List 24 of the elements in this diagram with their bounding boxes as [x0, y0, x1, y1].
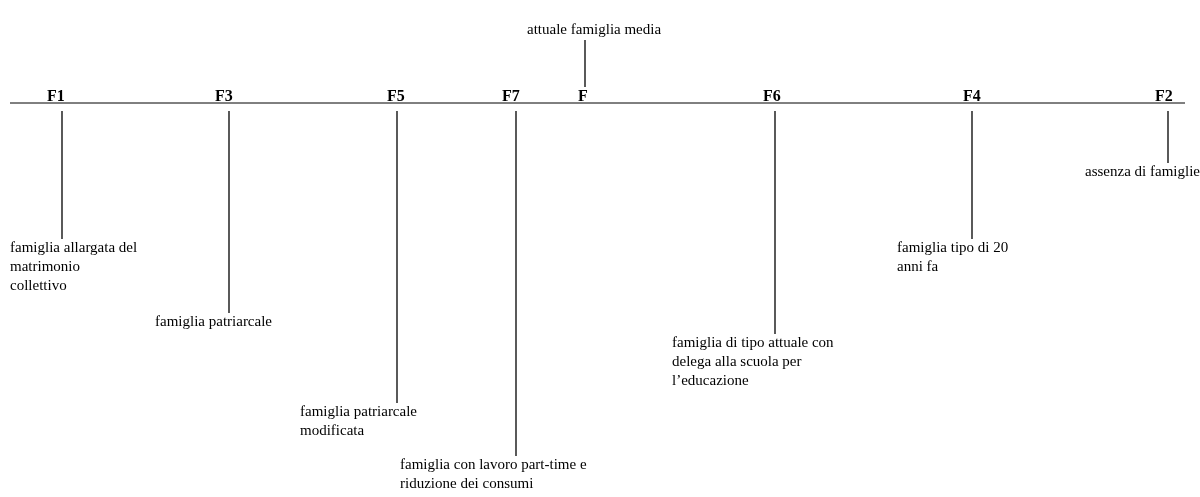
- leader-line: [971, 110, 973, 240]
- scale-marker-label: F: [578, 86, 588, 105]
- scale-marker-label: F2: [1155, 86, 1173, 105]
- description-text: famiglia di tipo attuale con delega alla scuola per l’educazione: [672, 333, 842, 390]
- leader-line: [515, 110, 517, 457]
- description-text: famiglia con lavoro part-time e riduzione dei consumi: [400, 455, 610, 493]
- scale-marker-label: F4: [963, 86, 981, 105]
- leader-line: [774, 110, 776, 335]
- scale-marker-label: F6: [763, 86, 781, 105]
- scale-marker-label: F1: [47, 86, 65, 105]
- scale-marker-label: F3: [215, 86, 233, 105]
- leader-line: [584, 39, 586, 88]
- description-text: famiglia allargata del matrimonio collettivo: [10, 238, 140, 295]
- scale-marker-label: F5: [387, 86, 405, 105]
- leader-line: [61, 110, 63, 240]
- description-text: famiglia tipo di 20 anni fa: [897, 238, 1027, 276]
- leader-line: [1167, 110, 1169, 164]
- description-text: assenza di famiglie: [1085, 162, 1200, 181]
- leader-line: [396, 110, 398, 404]
- leader-line: [228, 110, 230, 314]
- scale-marker-label: F7: [502, 86, 520, 105]
- description-text: famiglia patriarcale: [155, 312, 325, 331]
- description-text: attuale famiglia media: [527, 20, 662, 39]
- description-text: famiglia patriarcale modificata: [300, 402, 450, 440]
